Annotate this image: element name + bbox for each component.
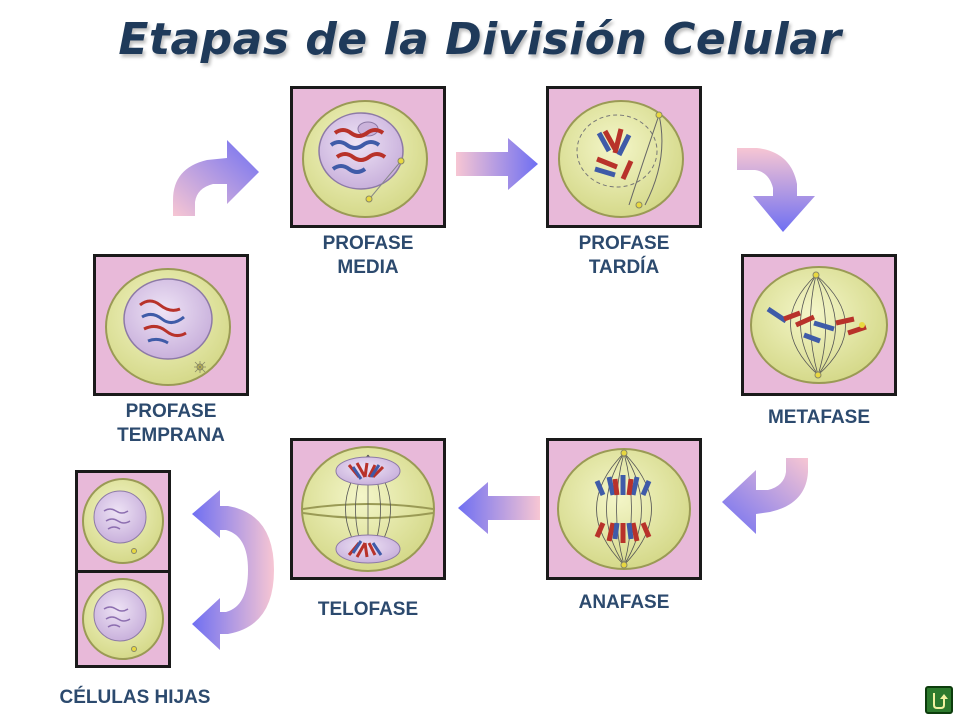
metafase-image — [741, 254, 897, 396]
celula-hija-top-image — [75, 470, 171, 574]
label-metafase: METAFASE — [767, 407, 871, 428]
page-title: Etapas de la División Celular — [118, 14, 842, 65]
label-profase-media: PROFASE MEDIA — [322, 233, 414, 278]
profase-media-image — [290, 86, 446, 228]
return-arrow-icon — [933, 693, 948, 709]
arrow-right-icon — [456, 138, 538, 190]
celula-hija-bottom-image — [75, 570, 171, 668]
label-profase-tardia: PROFASE TARDÍA — [578, 233, 670, 278]
profase-temprana-image — [93, 254, 249, 396]
profase-tardia-image — [546, 86, 702, 228]
arrow-curve-up-right-icon — [173, 140, 259, 216]
label-telofase: TELOFASE — [317, 599, 419, 620]
label-profase-temprana: PROFASE TEMPRANA — [117, 401, 225, 446]
arrow-left-icon — [458, 482, 540, 534]
label-anafase: ANAFASE — [578, 592, 670, 613]
return-button[interactable] — [925, 686, 953, 714]
arrow-u-turn-icon — [192, 490, 274, 650]
anafase-image — [546, 438, 702, 580]
label-celulas-hijas: CÉLULAS HIJAS — [59, 687, 211, 708]
arrow-curve-down-left-icon — [722, 458, 808, 534]
arrow-curve-down-right-icon — [737, 148, 815, 232]
telofase-image — [290, 438, 446, 580]
